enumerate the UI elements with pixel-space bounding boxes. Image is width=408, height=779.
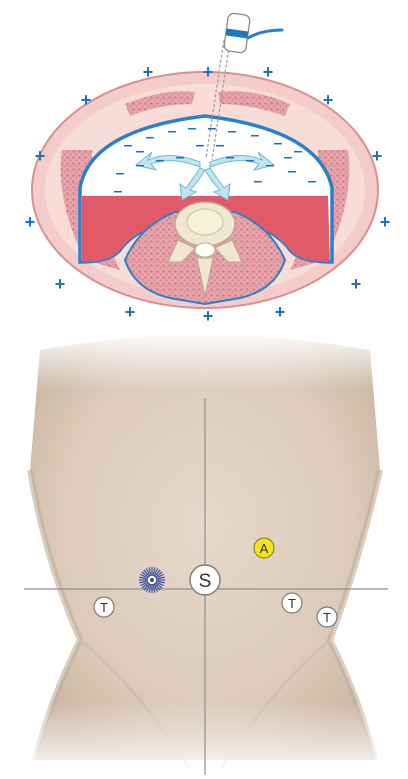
minus-sign-17: –: [308, 173, 317, 190]
port-t-right-upper: T: [282, 593, 302, 613]
plus-sign-4: +: [35, 146, 46, 166]
minus-sign-8: –: [294, 143, 303, 160]
port-a: A: [254, 538, 274, 558]
plus-sign-8: +: [55, 274, 66, 294]
minus-sign-0: –: [124, 137, 133, 154]
plus-sign-11: +: [275, 302, 286, 322]
minus-sign-1: –: [146, 129, 155, 146]
minus-sign-18: –: [114, 183, 123, 200]
insufflation-tube: [248, 30, 282, 38]
port-t-right-upper-label: T: [288, 596, 296, 611]
port-t-left-label: T: [100, 600, 108, 615]
plus-sign-2: +: [81, 90, 92, 110]
minus-sign-5: –: [228, 123, 237, 140]
port-a-label: A: [260, 541, 269, 556]
port-t-left: T: [94, 597, 114, 617]
minus-sign-11: –: [156, 152, 165, 169]
minus-sign-9: –: [116, 165, 125, 182]
minus-sign-4: –: [208, 120, 217, 137]
plus-sign-3: +: [323, 90, 334, 110]
port-s: S: [190, 565, 220, 595]
plus-sign-6: +: [25, 212, 36, 232]
minus-sign-7: –: [274, 135, 283, 152]
plus-sign-0: +: [143, 62, 154, 82]
minus-sign-21: –: [216, 137, 225, 154]
port-t-right-lower-label: T: [323, 610, 331, 625]
minus-sign-22: –: [136, 143, 145, 160]
plus-sign-9: +: [351, 274, 362, 294]
plus-sign-12: +: [203, 306, 214, 326]
minus-sign-20: –: [196, 137, 205, 154]
minus-sign-6: –: [251, 127, 260, 144]
minus-sign-15: –: [266, 157, 275, 174]
minus-sign-23: –: [284, 149, 293, 166]
minus-sign-12: –: [176, 149, 185, 166]
minus-sign-19: –: [254, 173, 263, 190]
plus-sign-7: +: [380, 212, 391, 232]
plus-sign-13: +: [203, 62, 214, 82]
plus-sign-5: +: [372, 146, 383, 166]
minus-sign-2: –: [168, 123, 177, 140]
plus-sign-10: +: [125, 302, 136, 322]
port-t-right-lower: T: [317, 607, 337, 627]
minus-sign-13: –: [226, 149, 235, 166]
minus-sign-3: –: [188, 120, 197, 137]
plus-sign-1: +: [263, 62, 274, 82]
cross-section: ++++++++++++++ ––––––––––––––––––––––––: [25, 13, 391, 326]
abdomen-view: S A T T T: [0, 330, 408, 779]
minus-sign-14: –: [246, 152, 255, 169]
port-s-label: S: [199, 571, 212, 592]
